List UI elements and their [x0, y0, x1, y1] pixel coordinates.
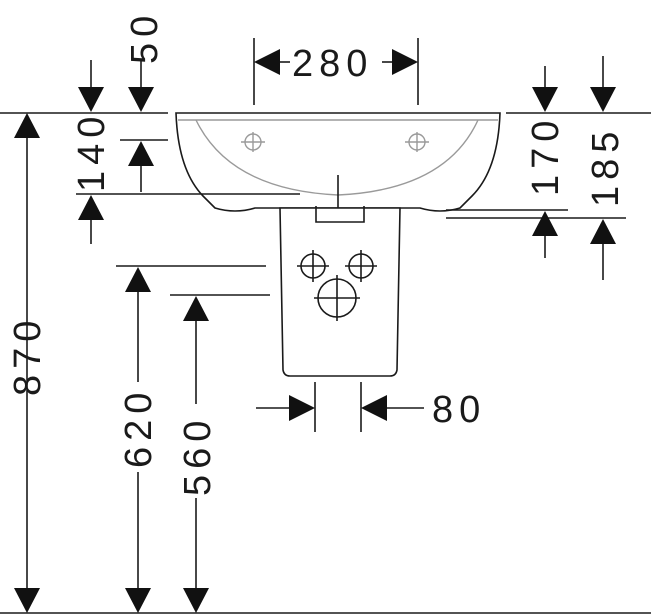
- tap-hole-right: [405, 132, 429, 152]
- supply-connection-right: [345, 250, 377, 282]
- dimension-140: 140: [71, 60, 113, 244]
- dimension-870: 870: [7, 113, 49, 613]
- supply-connection-left: [297, 250, 329, 282]
- pedestal: [279, 206, 401, 377]
- dimension-620-label: 620: [118, 387, 160, 468]
- dimension-560: 560: [177, 296, 219, 613]
- dimension-185: 185: [585, 56, 627, 280]
- dimension-80: 80: [256, 389, 486, 431]
- dimension-50: 50: [124, 10, 166, 192]
- wash-basin: [175, 112, 501, 240]
- dimension-140-label: 140: [71, 111, 113, 192]
- dimension-280-label: 280: [292, 43, 373, 85]
- dimension-185-label: 185: [585, 126, 627, 207]
- dimension-170: 170: [525, 66, 567, 258]
- extension-lines: [0, 38, 651, 432]
- dimension-870-label: 870: [7, 315, 49, 396]
- dimension-170-label: 170: [525, 115, 567, 196]
- tap-hole-left: [241, 132, 265, 152]
- dimension-620: 620: [118, 267, 160, 613]
- dimension-80-label: 80: [432, 389, 486, 431]
- dimension-560-label: 560: [177, 415, 219, 496]
- dimension-50-label: 50: [124, 10, 166, 64]
- waste-connection: [314, 275, 360, 321]
- dimension-280: 280: [254, 43, 418, 85]
